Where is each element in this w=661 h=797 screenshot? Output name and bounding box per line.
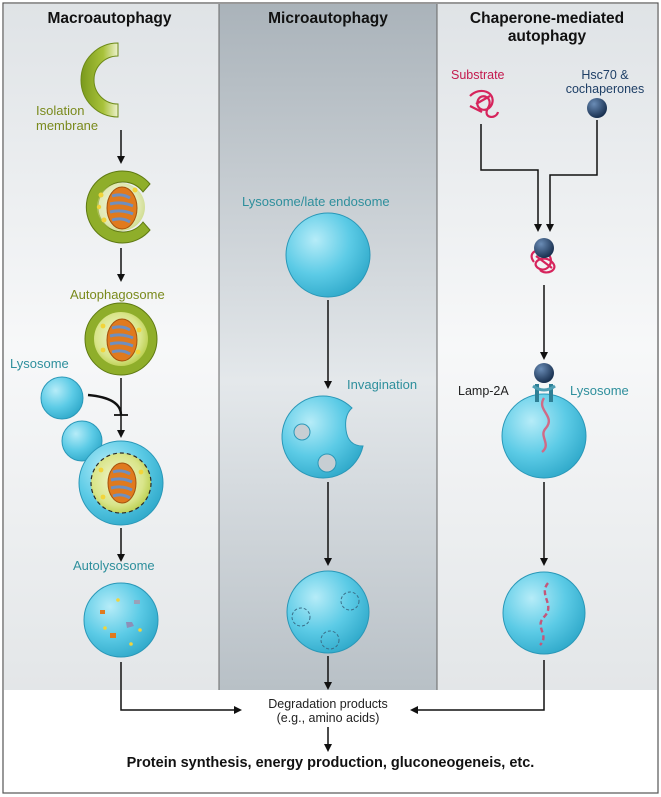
chaperone-substrate-complex [530,238,556,274]
label-final-outcomes: Protein synthesis, energy production, gl… [126,755,535,771]
header-chaperone-mediated-autophagy: Chaperone-mediated autophagy [469,10,625,45]
cma-lysosome-degrading [502,571,586,655]
invaginating-lysosome [281,395,364,479]
label-lamp-2a: Lamp-2A [458,384,509,398]
lysosome-late-endosome [285,212,371,298]
label-hsc70-cochaperones: Hsc70 & cochaperones [565,68,645,97]
cma-lysosome-translocation [501,363,587,479]
label-autolysosome: Autolysosome [73,558,155,573]
label-lysosome: Lysosome [10,356,69,371]
lysosome-with-vesicles [286,570,370,654]
label-lysosome-late-endosome: Lysosome/late endosome [242,194,390,209]
label-isolation-membrane: Isolation membrane [36,103,99,133]
label-degradation-products: Degradation products [268,697,388,711]
phagophore [85,170,151,244]
label-autophagosome: Autophagosome [70,287,165,302]
arrow [120,662,242,714]
label-lysosome-cma: Lysosome [570,383,629,398]
label-substrate: Substrate [451,68,505,82]
substrate-protein [469,89,500,118]
label-invagination: Invagination [347,377,418,392]
fusion-vesicle [61,420,164,526]
label-degradation-example: (e.g., amino acids) [276,711,380,725]
arrow [480,124,542,232]
lysosome [40,376,84,420]
hsc70-chaperone [587,98,607,118]
arrow [410,660,545,714]
autophagosome [84,302,158,376]
autolysosome [83,582,159,658]
arrow [546,120,598,232]
isolation-membrane [80,42,119,118]
header-microautophagy: Microautophagy [268,10,388,27]
header-macroautophagy: Macroautophagy [47,10,172,27]
